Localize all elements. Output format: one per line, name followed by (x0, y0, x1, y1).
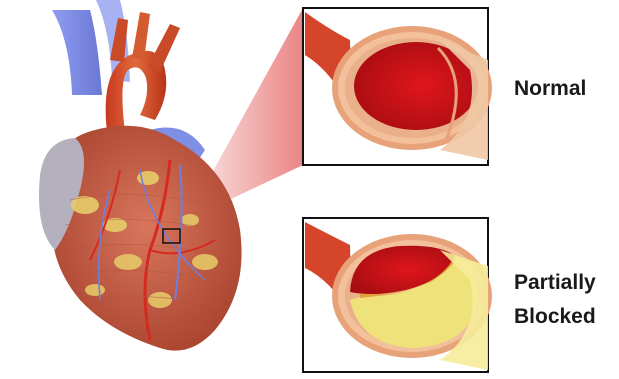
normal-label: Normal (514, 76, 586, 102)
blocked-label: Blocked (514, 304, 596, 330)
heart-illustration (39, 0, 242, 351)
partially-label: Partially (514, 270, 596, 296)
normal-artery-panel (303, 8, 492, 165)
blocked-artery-panel (303, 218, 492, 372)
